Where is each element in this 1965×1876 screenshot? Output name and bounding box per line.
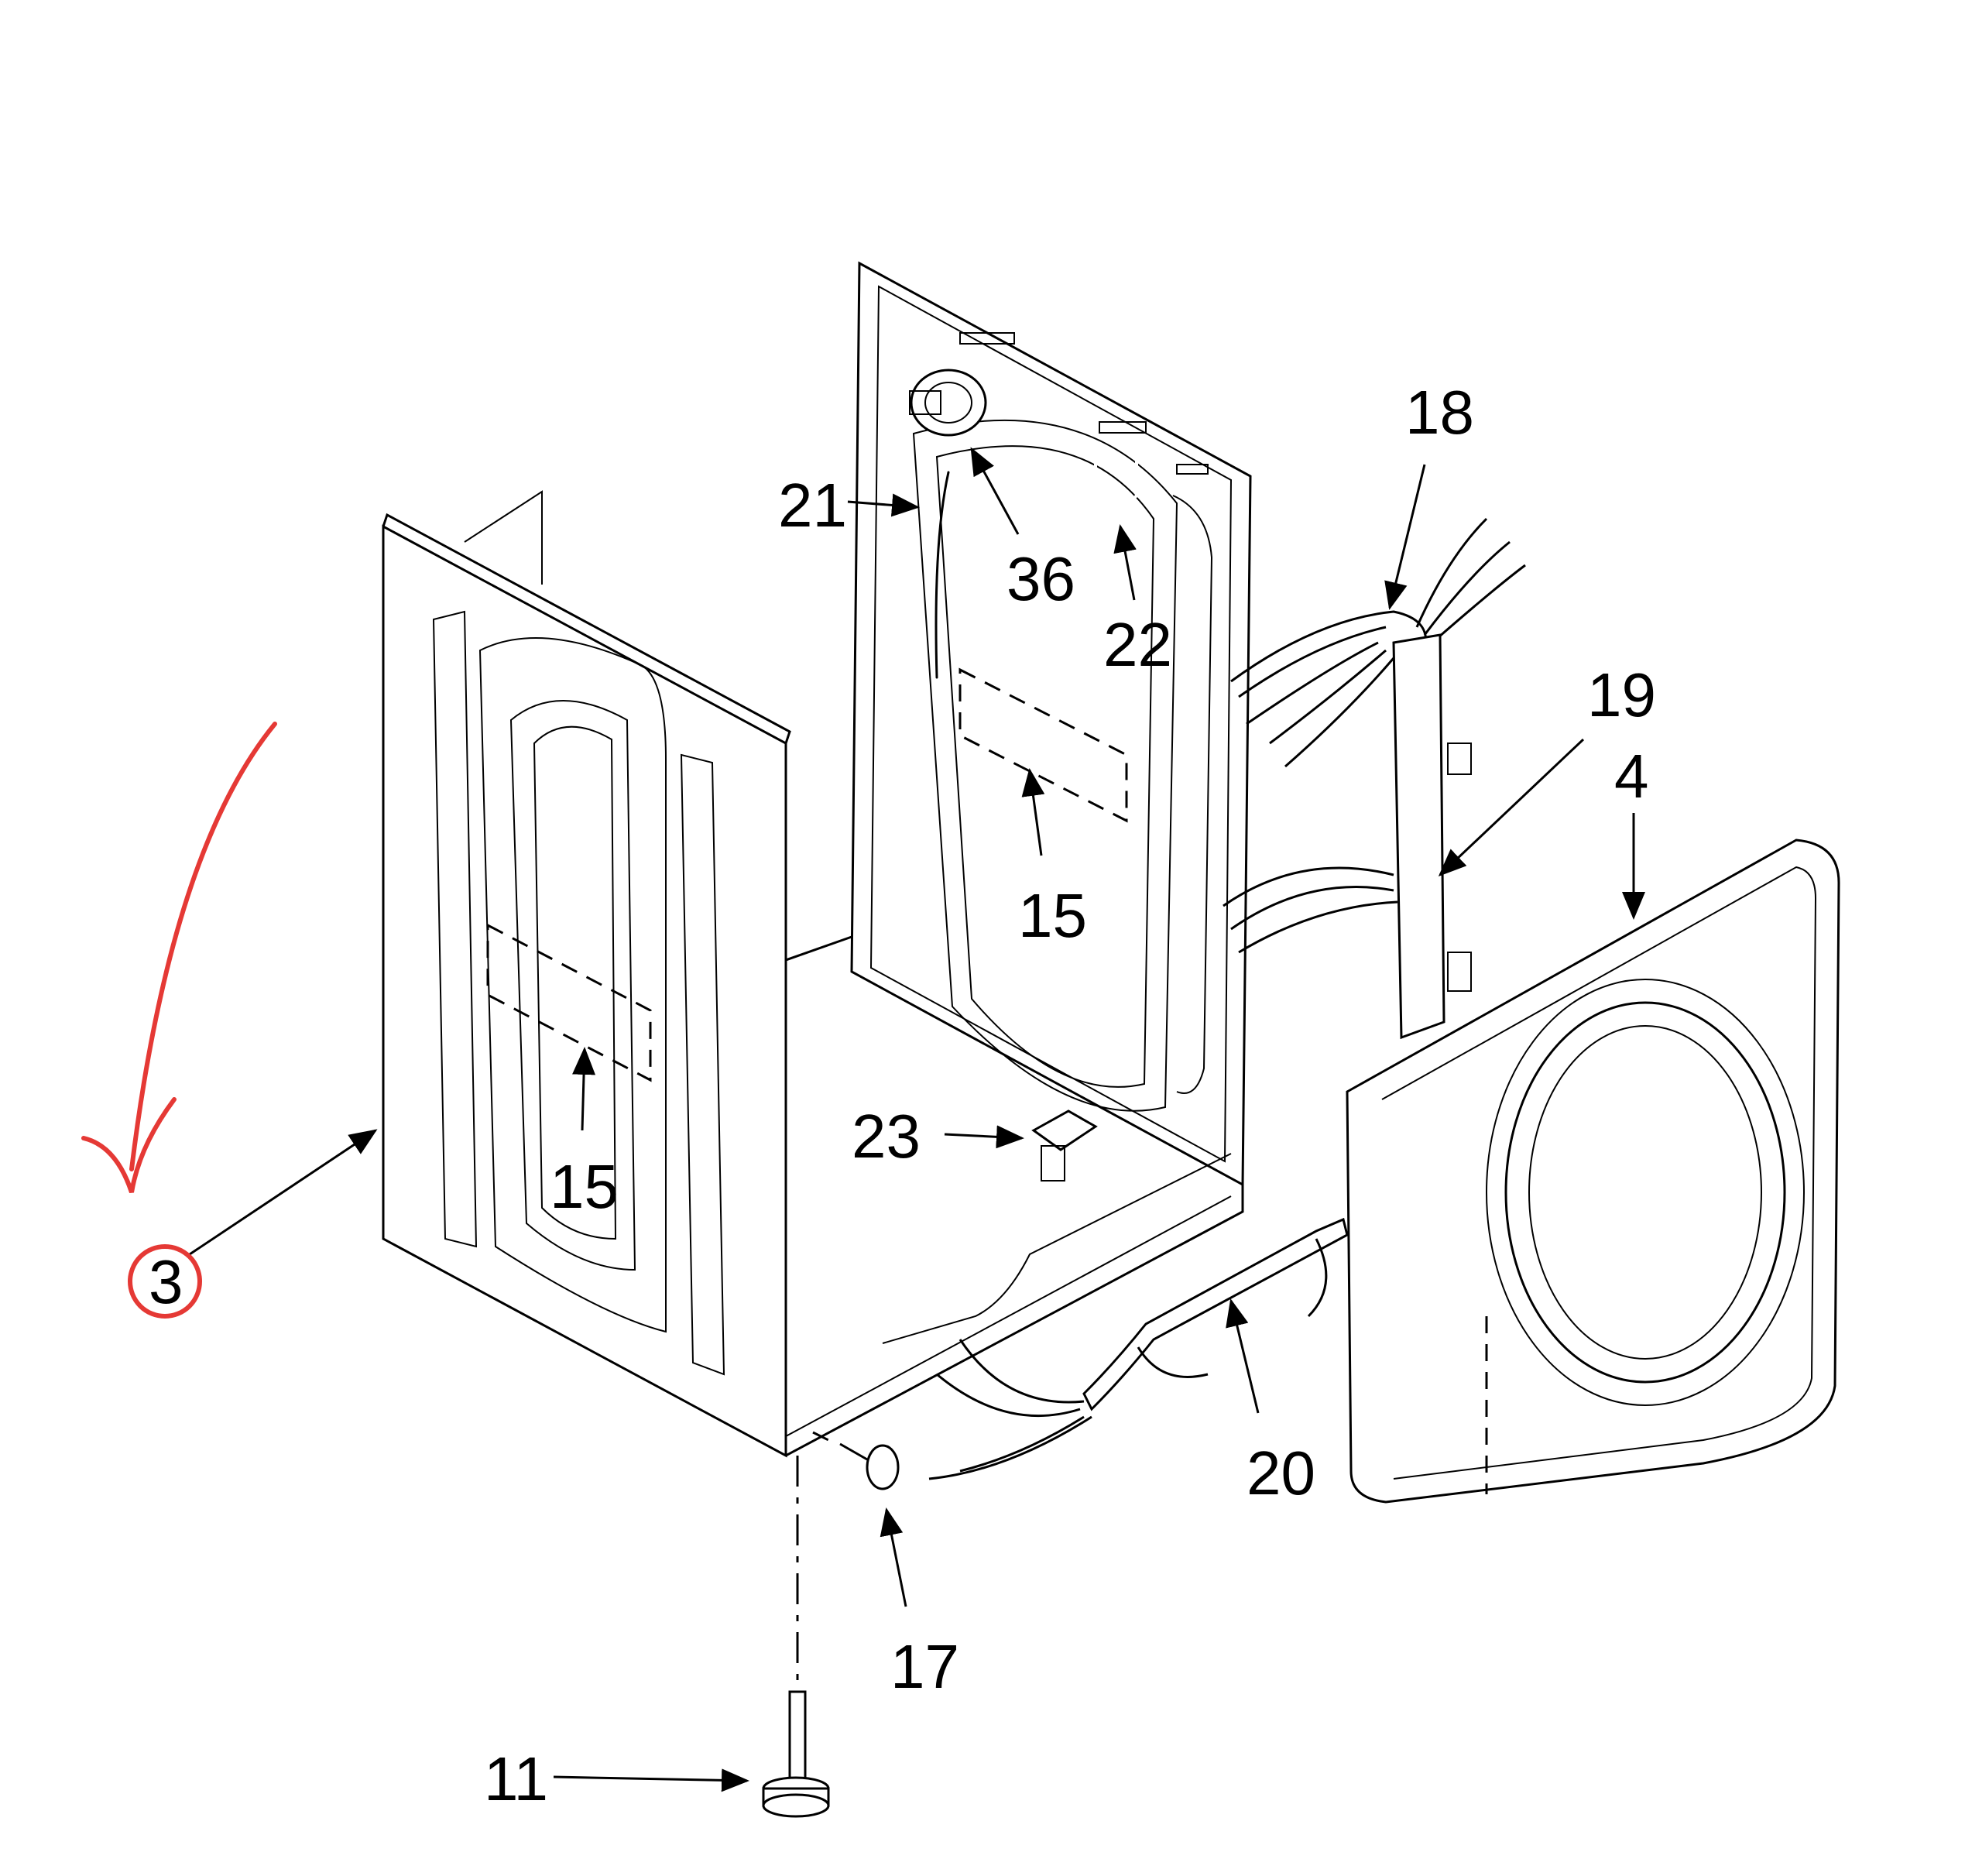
- side-panel-label-outline: [486, 923, 652, 1082]
- callout-20: 20: [1247, 1439, 1315, 1507]
- red-annotation: [81, 722, 277, 1319]
- side-panel: [382, 490, 791, 1458]
- wire-harness-20: [928, 1217, 1349, 1480]
- callout-15-side: 15: [550, 1152, 619, 1221]
- callout-23: 23: [852, 1102, 921, 1171]
- part-36-pressure-switch: [909, 369, 987, 437]
- callout-19: 19: [1587, 660, 1656, 729]
- part-23-bracket: [1031, 1109, 1098, 1182]
- leader-arrows: [189, 447, 1645, 1792]
- callout-11: 11: [484, 1744, 548, 1813]
- red-curved-arrow: [129, 722, 277, 1171]
- callout-4: 4: [1614, 742, 1649, 811]
- back-panel-label-outline: [958, 667, 1128, 823]
- callout-3: 3: [149, 1247, 183, 1316]
- part-11-leveling-foot: [762, 1456, 830, 1818]
- callout-21: 21: [778, 471, 847, 540]
- wire-harness-18: [1223, 517, 1526, 1040]
- red-arrowhead: [81, 1097, 177, 1193]
- front-panel-4: [1346, 839, 1840, 1504]
- callout-36: 36: [1007, 544, 1075, 613]
- callout-17: 17: [890, 1632, 959, 1701]
- callout-3-circle: [128, 1244, 202, 1319]
- callout-15-back: 15: [1018, 881, 1087, 950]
- callout-labels: 18 21 36 22 19 4 15 15 23 3 20 17 11: [149, 378, 1656, 1813]
- part-17-screw: [812, 1431, 900, 1490]
- callout-22: 22: [1103, 610, 1172, 679]
- callout-18: 18: [1405, 378, 1474, 447]
